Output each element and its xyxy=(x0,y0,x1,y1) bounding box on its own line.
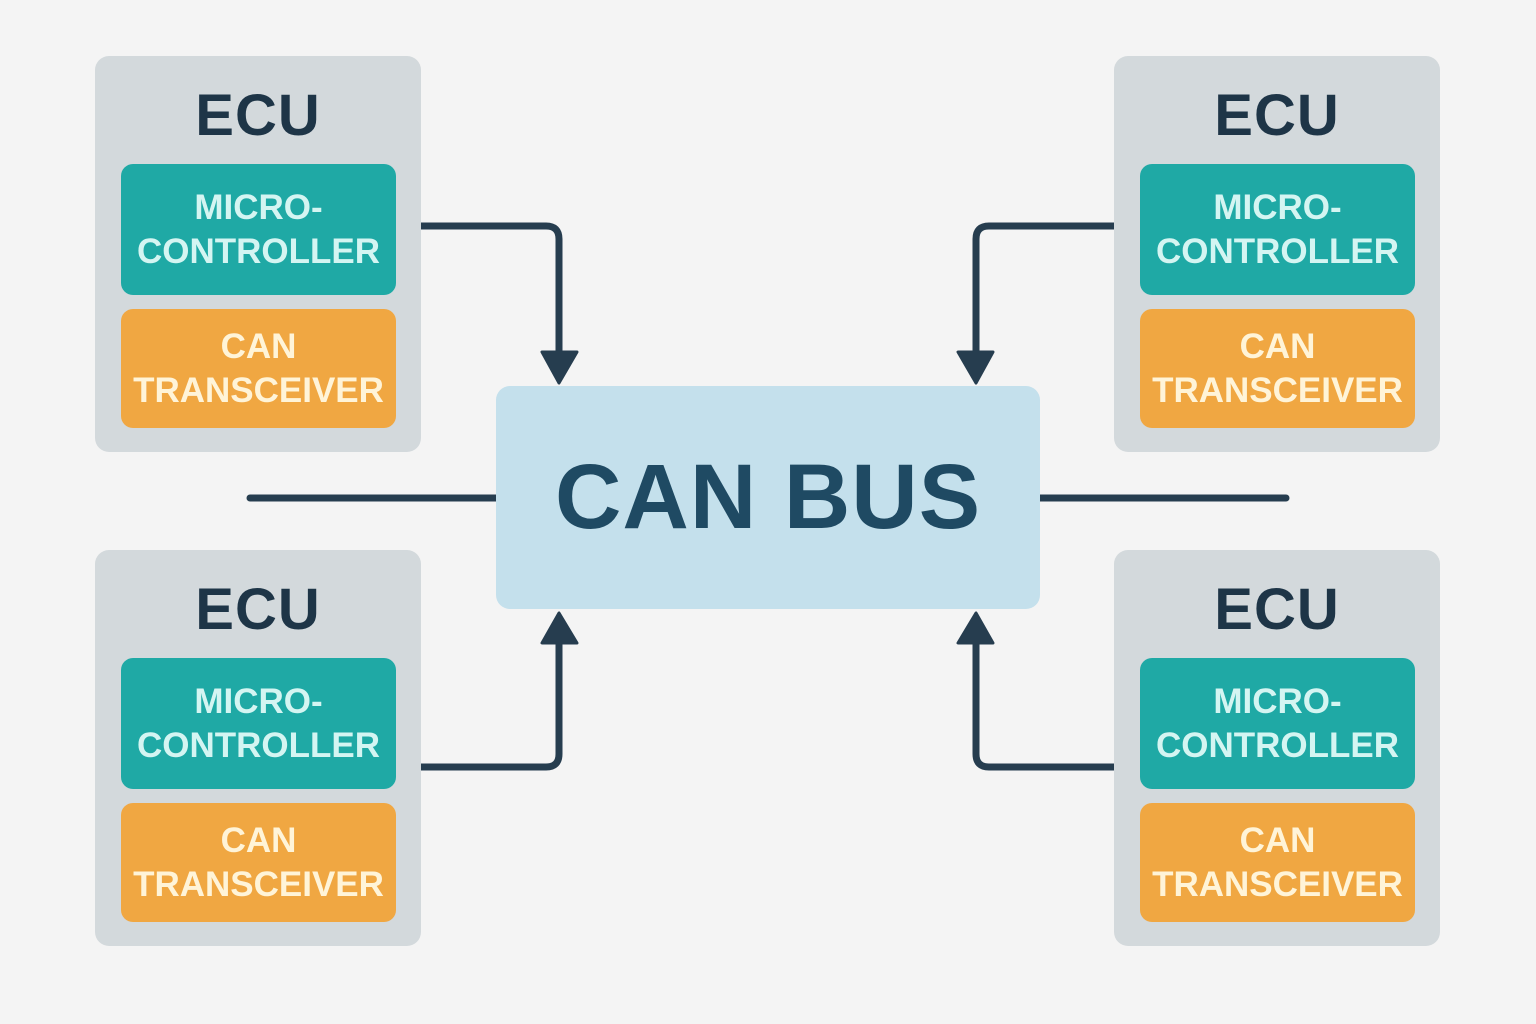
microcontroller-label-line2: CONTROLLER xyxy=(136,725,381,765)
arrowhead-up-icon xyxy=(540,611,579,645)
transceiver-label-line2: TRANSCEIVER xyxy=(1152,370,1403,410)
transceiver-label-line1: CAN xyxy=(1239,326,1316,366)
can-bus-label: CAN BUS xyxy=(554,446,982,548)
can-transceiver-block: CAN TRANSCEIVER xyxy=(1140,803,1415,922)
transceiver-label-line1: CAN xyxy=(1239,820,1316,860)
microcontroller-label-line2: CONTROLLER xyxy=(1155,725,1400,765)
microcontroller-block: MICRO- CONTROLLER xyxy=(121,164,396,295)
ecu-bottom-right: ECU MICRO- CONTROLLER CAN TRANSCEIVER xyxy=(1114,550,1440,946)
arrowhead-down-icon xyxy=(540,350,579,385)
arrowhead-down-icon xyxy=(956,350,995,385)
microcontroller-block: MICRO- CONTROLLER xyxy=(1140,658,1415,789)
ecu-title: ECU xyxy=(195,577,321,642)
ecu-title: ECU xyxy=(1214,83,1340,148)
microcontroller-block: MICRO- CONTROLLER xyxy=(121,658,396,789)
ecu-bottom-left: ECU MICRO- CONTROLLER CAN TRANSCEIVER xyxy=(95,550,421,946)
microcontroller-label-line1: MICRO- xyxy=(1213,681,1342,721)
can-transceiver-block: CAN TRANSCEIVER xyxy=(121,803,396,922)
arrowhead-up-icon xyxy=(956,611,995,645)
connector-bottom-right xyxy=(972,636,1118,771)
can-bus-block: CAN BUS xyxy=(496,386,1040,609)
transceiver-label-line2: TRANSCEIVER xyxy=(133,370,384,410)
transceiver-label-line2: TRANSCEIVER xyxy=(133,864,384,904)
connector-bottom-left xyxy=(417,636,563,771)
transceiver-label-line1: CAN xyxy=(220,820,297,860)
transceiver-label-line2: TRANSCEIVER xyxy=(1152,864,1403,904)
microcontroller-label-line1: MICRO- xyxy=(194,681,323,721)
microcontroller-label-line1: MICRO- xyxy=(1213,187,1342,227)
ecu-title: ECU xyxy=(195,83,321,148)
microcontroller-block: MICRO- CONTROLLER xyxy=(1140,164,1415,295)
can-transceiver-block: CAN TRANSCEIVER xyxy=(1140,309,1415,428)
connector-top-right xyxy=(972,222,1118,360)
ecu-title: ECU xyxy=(1214,577,1340,642)
ecu-top-right: ECU MICRO- CONTROLLER CAN TRANSCEIVER xyxy=(1114,56,1440,452)
microcontroller-label-line1: MICRO- xyxy=(194,187,323,227)
ecu-top-left: ECU MICRO- CONTROLLER CAN TRANSCEIVER xyxy=(95,56,421,452)
microcontroller-label-line2: CONTROLLER xyxy=(1155,231,1400,271)
connector-top-left xyxy=(417,222,563,360)
transceiver-label-line1: CAN xyxy=(220,326,297,366)
microcontroller-label-line2: CONTROLLER xyxy=(136,231,381,271)
can-transceiver-block: CAN TRANSCEIVER xyxy=(121,309,396,428)
